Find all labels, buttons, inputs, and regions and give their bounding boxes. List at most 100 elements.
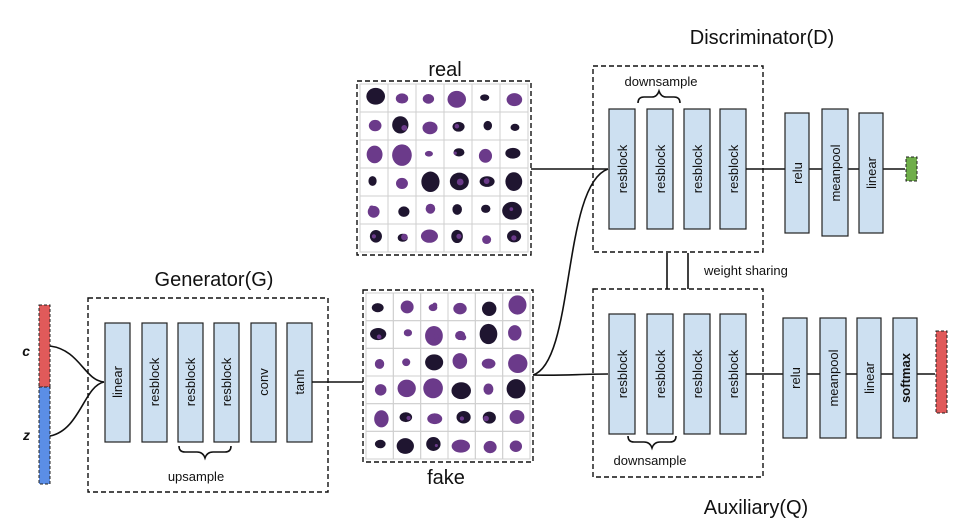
real-image-nucleus (368, 176, 377, 186)
discriminator-box (592, 65, 764, 253)
auxiliary-head-label-linear: linear (862, 361, 877, 393)
generator-block-tanh (286, 322, 313, 443)
fake-image-nucleus (483, 383, 494, 395)
auxiliary-block-4 (719, 313, 747, 435)
auxiliary-label-3: resblock (690, 349, 705, 398)
real-image-nucleus (453, 148, 465, 157)
fake-image-nucleus (374, 358, 385, 369)
fake-image-texture (434, 443, 438, 448)
fake-image-texture (515, 335, 519, 340)
auxiliary-label-2: resblock (653, 349, 668, 398)
discriminator-head-label-linear: linear (864, 156, 879, 188)
auxiliary-block-1 (608, 313, 636, 435)
discriminator-head-label-relu: relu (790, 162, 805, 184)
real-image-nucleus (505, 172, 523, 191)
real-image-nucleus (398, 206, 410, 217)
fake-image-nucleus (402, 358, 411, 367)
fake-image-nucleus (483, 440, 497, 454)
generator-box (87, 297, 329, 493)
real-image-nucleus (368, 119, 382, 132)
generator-label-tanh: tanh (292, 369, 307, 394)
real-image-nucleus (366, 145, 383, 164)
generator-label-resblock-1: resblock (147, 357, 162, 406)
fake-image-texture (431, 413, 438, 421)
real-image-texture (511, 235, 517, 241)
fake-image-nucleus (481, 301, 497, 316)
fake-image-nucleus (481, 358, 496, 369)
auxiliary-label-1: resblock (615, 349, 630, 398)
fake-image-nucleus (453, 302, 467, 315)
fake-image-nucleus (403, 329, 413, 337)
generator-label-resblock-3: resblock (219, 357, 234, 406)
real-image-texture (454, 96, 460, 102)
generator-block-linear (104, 322, 131, 443)
fake-image-nucleus (423, 378, 443, 399)
real-image-grid (359, 83, 529, 253)
auxiliary-head-label-softmax: softmax (898, 352, 913, 403)
fake-image-texture (433, 333, 439, 340)
real-image-texture (427, 206, 434, 213)
fake-image-nucleus (506, 379, 526, 399)
fake-image-nucleus (509, 409, 525, 424)
fake-image-frame (362, 289, 534, 463)
auxiliary-head: relu meanpool linear softmax (782, 317, 918, 439)
real-image-texture (483, 178, 490, 184)
real-image-nucleus (395, 177, 408, 190)
auxiliary-head-linear (856, 317, 882, 439)
fake-image-nucleus (451, 382, 471, 400)
real-image-texture (371, 234, 377, 239)
fake-image-nucleus (374, 439, 386, 449)
real-image-nucleus (483, 120, 492, 131)
auxiliary-box (592, 288, 764, 478)
upsample-brace (178, 445, 232, 461)
auxiliary-head-softmax (892, 317, 918, 439)
real-image-nucleus (420, 229, 438, 243)
discriminator-label-1: resblock (615, 144, 630, 193)
c-label: c (22, 343, 30, 359)
fake-to-discriminator-wire (532, 168, 609, 376)
real-image-nucleus (505, 147, 521, 159)
fake-image-nucleus (396, 438, 414, 454)
real-image-texture (456, 233, 462, 239)
real-image-texture (398, 93, 404, 99)
real-image-nucleus (422, 94, 435, 104)
downsample-top-label: downsample (625, 74, 698, 89)
discriminator-label-4: resblock (726, 144, 741, 193)
discriminator-head-label-meanpool: meanpool (828, 144, 843, 201)
fake-image-texture (459, 416, 465, 421)
discriminator-head-relu (784, 112, 810, 234)
real-image-texture (509, 207, 514, 211)
fake-to-auxiliary-wire (532, 373, 609, 377)
generator-label-linear: linear (110, 365, 125, 397)
fake-image-texture (460, 334, 467, 341)
real-image-nucleus (392, 116, 409, 134)
real-image-texture (456, 178, 464, 186)
real-image-texture (453, 151, 457, 155)
auxiliary-head-label-meanpool: meanpool (826, 349, 841, 406)
real-label: real (428, 59, 461, 81)
generator-block-resblock-2 (177, 322, 204, 443)
real-image-nucleus (482, 235, 492, 245)
downsample-bottom-label: downsample (614, 453, 687, 468)
auxiliary-head-label-relu: relu (788, 367, 803, 389)
fake-image-nucleus (397, 379, 416, 398)
downsample-bottom-brace (627, 435, 677, 451)
real-image-nucleus (421, 171, 440, 193)
fake-image-texture (406, 415, 411, 421)
real-image-texture (401, 124, 408, 131)
discriminator-head-meanpool (821, 108, 849, 237)
auxiliary-head-meanpool (819, 317, 847, 439)
real-image-nucleus (452, 204, 462, 215)
fake-image-grid (365, 292, 531, 460)
generator-block-resblock-3 (213, 322, 240, 443)
real-image-texture (369, 205, 375, 211)
fake-image-nucleus (479, 323, 498, 345)
real-image-nucleus (481, 204, 491, 213)
real-image-texture (454, 123, 460, 129)
fake-image-nucleus (426, 437, 441, 451)
discriminator-output (905, 156, 918, 182)
discriminator-label-3: resblock (690, 144, 705, 193)
discriminator-block-1 (608, 108, 636, 230)
auxiliary-output (935, 330, 948, 414)
